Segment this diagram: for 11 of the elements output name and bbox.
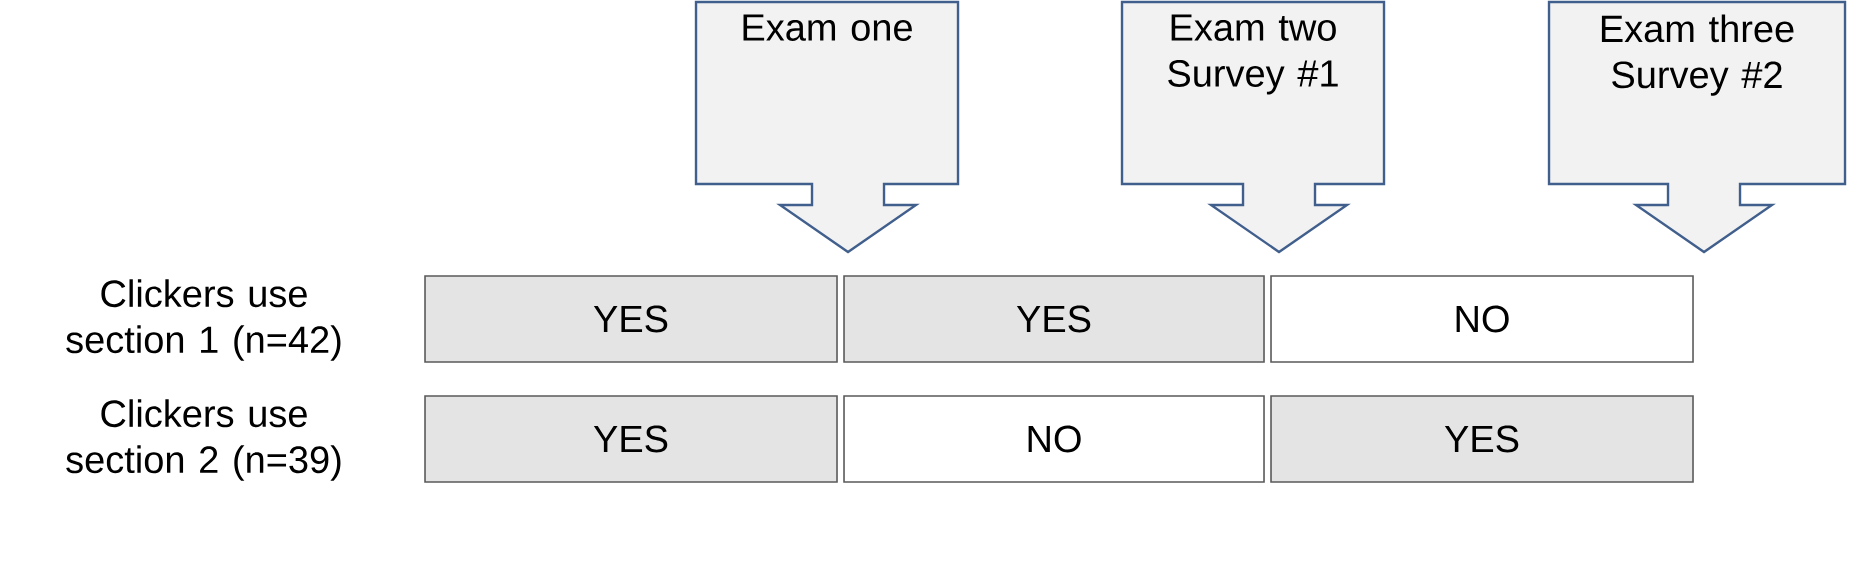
table-cell: YES xyxy=(424,275,838,363)
table-cell: YES xyxy=(424,395,838,483)
row-label: Clickers use section 1 (n=42) xyxy=(66,279,341,361)
callout-box: Exam two Survey #1 xyxy=(1120,0,1386,254)
table-cell: YES xyxy=(1270,395,1694,483)
row-label: Clickers use section 2 (n=39) xyxy=(66,399,341,481)
table-cell: YES xyxy=(843,275,1265,363)
callout-box: Exam three Survey #2 xyxy=(1547,0,1847,254)
table-cell: NO xyxy=(843,395,1265,483)
table-cell: NO xyxy=(1270,275,1694,363)
callout-box: Exam one xyxy=(694,0,960,254)
